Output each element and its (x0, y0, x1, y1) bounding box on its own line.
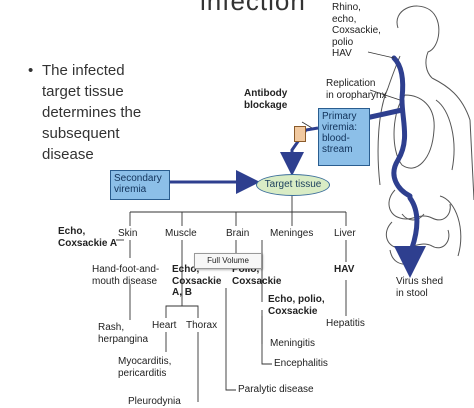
tissue-muscle: Muscle (165, 228, 197, 239)
tissue-meninges: Meninges (270, 228, 314, 239)
disease-meningitis: Meningitis (270, 338, 316, 349)
tissue-liver: Liver (334, 228, 356, 239)
disease-rash-herpangina: Rash, herpangina (98, 322, 149, 345)
disease-encephalitis: Encephalitis (274, 358, 328, 369)
tissue-brain: Brain (226, 228, 250, 239)
target-tissue-node: Target tissue (256, 174, 330, 196)
label-echo-coxsackie-a: Echo, Coxsackie A (58, 226, 118, 249)
replication-label: Replication in oropharynx (326, 78, 387, 101)
tissue-tree (116, 194, 347, 402)
anatomy-outline (377, 5, 474, 272)
path-to-primary (365, 107, 403, 121)
slide-title: infection (200, 0, 306, 16)
virus-shed-label: Virus shed in stool (396, 276, 444, 299)
tissue-skin: Skin (118, 228, 138, 239)
primary-viremia-box: Primary viremia: blood- stream (318, 108, 370, 166)
virus-list: Rhino, echo, Coxsackie, polio HAV (332, 2, 381, 59)
disease-hepatitis: Hepatitis (326, 318, 365, 329)
secondary-viremia-box: Secondary viremia (110, 170, 170, 200)
antibody-gate-icon (294, 126, 306, 142)
disease-hand-foot-mouth: Hand-foot-and- mouth disease (92, 264, 160, 287)
bullet-text: The infected target tissue determines th… (42, 62, 142, 163)
bullet-marker: • (28, 62, 34, 79)
full-volume-tooltip: Full Volume (194, 253, 262, 269)
label-echo-polio-coxsackie: Echo, polio, Coxsackie (268, 294, 325, 317)
label-echo-coxsackie-ab: Echo, Coxsackie A, B (172, 264, 222, 298)
virus-path (391, 55, 420, 265)
disease-myocarditis: Myocarditis, pericarditis (118, 356, 172, 379)
disease-heart: Heart (152, 320, 177, 331)
disease-paralytic: Paralytic disease (238, 384, 314, 395)
disease-thorax: Thorax (186, 320, 218, 331)
disease-pleurodynia: Pleurodynia (128, 396, 181, 407)
antibody-blockage-label: Antibody blockage (244, 88, 288, 111)
label-polio-coxsackie: Polio, Coxsackie (232, 264, 282, 287)
label-hav: HAV (334, 264, 355, 275)
